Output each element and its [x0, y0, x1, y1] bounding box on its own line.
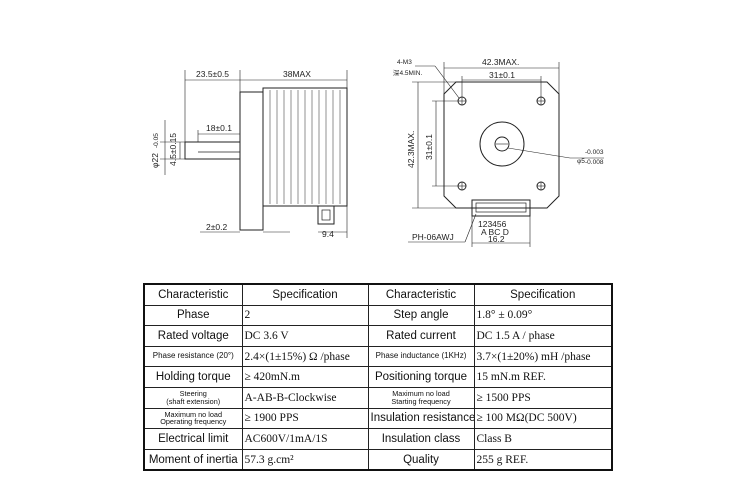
- spec-holding-torque: ≥ 420mN.m: [241, 366, 369, 388]
- spec-rated-current: DC 1.5 A / phase: [473, 325, 613, 347]
- table-row: Steering (shaft extension) A-AB-B-Clockw…: [143, 386, 613, 409]
- dim-hole-spec: 4-M3: [397, 59, 412, 66]
- connector-pin-numbers: 123456: [478, 219, 507, 229]
- dim-hole-pitch-x: 31±0.1: [489, 70, 515, 80]
- table-row: Moment of inertia 57.3 g.cm² Quality 255…: [143, 448, 613, 472]
- table-row: Phase resistance (20°) 2.4×(1±15%) Ω /ph…: [143, 345, 613, 368]
- front-connector: [471, 199, 531, 217]
- header-characteristic: Characteristic: [367, 282, 475, 306]
- dim-bore-diameter: φ5: [577, 158, 585, 165]
- dim-connector-depth: 9.4: [322, 229, 334, 239]
- dim-face-height: 42.3MAX.: [406, 131, 416, 168]
- dim-bore-tol-lower: -0.008: [585, 159, 604, 166]
- spec-phase-inductance: 3.7×(1±20%) mH /phase: [473, 345, 613, 368]
- dim-shaft-length: 23.5±0.5: [196, 69, 229, 79]
- char-operating-frequency: Maximum no load Operating frequency: [143, 407, 243, 430]
- char-starting-frequency: Maximum no load Starting frequency: [367, 386, 475, 409]
- char-step-angle: Step angle: [367, 304, 475, 327]
- char-insulation-resistance: Insulation resistance: [367, 407, 475, 430]
- dim-shaft-flat-depth: 4.5±0.15: [168, 133, 178, 166]
- header-specification: Specification: [473, 282, 613, 306]
- dim-shaft-flat-length: 18±0.1: [206, 123, 232, 133]
- char-steering: Steering (shaft extension): [143, 386, 243, 409]
- header-specification: Specification: [241, 282, 369, 306]
- header-characteristic: Characteristic: [143, 282, 243, 306]
- connector-part-number: PH-06AWJ: [412, 232, 454, 242]
- connector-pin-letters: A BC D: [481, 227, 509, 237]
- spec-operating-frequency: ≥ 1900 PPS: [241, 407, 369, 430]
- dim-shaft-diameter: φ22: [150, 153, 160, 168]
- char-holding-torque: Holding torque: [143, 366, 243, 388]
- dim-body-length: 38MAX: [283, 69, 311, 79]
- spec-insulation-resistance: ≥ 100 MΩ(DC 500V): [473, 407, 613, 430]
- char-starting-frequency-line2: Starting frequency: [391, 396, 451, 406]
- spec-steering: A-AB-B-Clockwise: [241, 386, 369, 409]
- dim-shaft-diameter-tol: -0.05: [153, 133, 160, 148]
- dim-hole-pitch-y: 31±0.1: [424, 134, 434, 160]
- char-phase: Phase: [143, 304, 243, 327]
- char-positioning-torque: Positioning torque: [367, 366, 475, 388]
- motor-shaft: [184, 141, 241, 160]
- side-view-drawing: 23.5±0.5 38MAX 18±0.1 φ22 -0.05 4.5±0.15…: [150, 69, 348, 239]
- char-phase-resistance: Phase resistance (20°): [143, 345, 243, 368]
- char-electrical-limit: Electrical limit: [143, 428, 243, 450]
- spec-electrical-limit: AC600V/1mA/1S: [241, 428, 369, 450]
- char-steering-line2: (shaft extension): [166, 396, 221, 406]
- char-insulation-class: Insulation class: [367, 428, 475, 450]
- mounting-holes: [457, 96, 546, 191]
- motor-face: [443, 81, 560, 209]
- table-row: Rated voltage DC 3.6 V Rated current DC …: [143, 325, 613, 347]
- table-row: Electrical limit AC600V/1mA/1S Insulatio…: [143, 428, 613, 450]
- spec-phase-resistance: 2.4×(1±15%) Ω /phase: [241, 345, 369, 368]
- spec-insulation-class: Class B: [473, 428, 613, 450]
- spec-starting-frequency: ≥ 1500 PPS: [473, 386, 613, 409]
- dim-face-width: 42.3MAX.: [482, 57, 519, 67]
- table-header-row: Characteristic Specification Characteris…: [143, 282, 613, 306]
- char-rated-current: Rated current: [367, 325, 475, 347]
- char-moment-of-inertia: Moment of inertia: [143, 448, 243, 472]
- rear-connector: [317, 205, 335, 225]
- spec-rated-voltage: DC 3.6 V: [241, 325, 369, 347]
- pilot-boss: [479, 121, 525, 167]
- table-row: Maximum no load Operating frequency ≥ 19…: [143, 407, 613, 430]
- char-operating-frequency-line1: Maximum no load: [164, 409, 223, 419]
- table-row: Phase 2 Step angle 1.8° ± 0.09°: [143, 304, 613, 327]
- char-rated-voltage: Rated voltage: [143, 325, 243, 347]
- spec-step-angle: 1.8° ± 0.09°: [473, 304, 613, 327]
- spec-moment-of-inertia: 57.3 g.cm²: [241, 448, 369, 472]
- dim-bore-tol-upper: -0.003: [585, 149, 604, 156]
- dim-flange-thickness: 2±0.2: [206, 222, 227, 232]
- char-phase-inductance: Phase inductance (1KHz): [367, 345, 475, 368]
- spec-quality: 255 g REF.: [473, 448, 613, 472]
- char-operating-frequency-line2: Operating frequency: [160, 417, 227, 427]
- specification-table: Characteristic Specification Characteris…: [143, 282, 613, 472]
- table-row: Holding torque ≥ 420mN.m Positioning tor…: [143, 366, 613, 388]
- char-steering-line1: Steering: [179, 389, 207, 399]
- front-view-drawing: 4-M3 深4.5MIN. 42.3MAX. 31±0.1 42.3MAX. 3…: [393, 57, 604, 247]
- spec-phase: 2: [241, 304, 369, 327]
- shaft-end: [494, 136, 510, 152]
- char-starting-frequency-line1: Maximum no load: [392, 389, 450, 399]
- char-quality: Quality: [367, 448, 475, 472]
- body-laminations: [269, 90, 341, 204]
- dim-hole-depth: 深4.5MIN.: [393, 68, 422, 77]
- dim-connector-width: 16.2: [488, 234, 505, 244]
- spec-positioning-torque: 15 mN.m REF.: [473, 366, 613, 388]
